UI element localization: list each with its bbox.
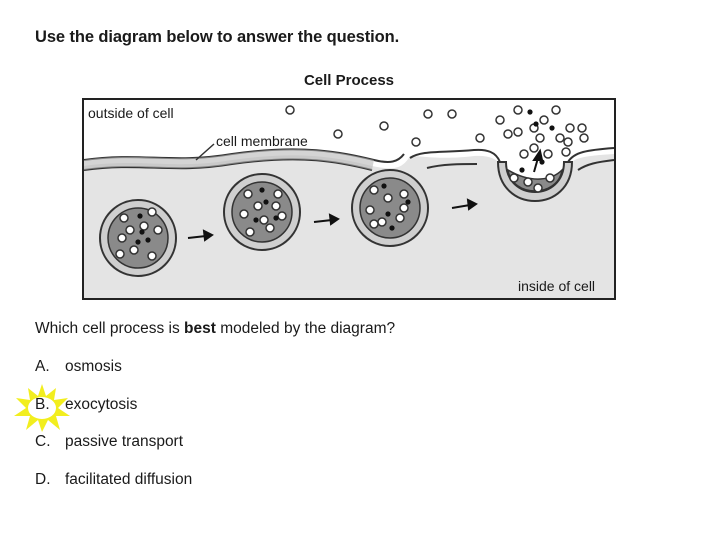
choice-letter: D.	[35, 471, 51, 488]
highlight-burst-icon	[14, 384, 70, 432]
cytoplasm-region	[84, 154, 614, 298]
choice-letter: B.	[35, 396, 50, 413]
choice-text: facilitated diffusion	[65, 471, 193, 488]
choice-letter: A.	[35, 358, 50, 375]
particles-filled	[135, 109, 555, 245]
choice-text: passive transport	[65, 433, 184, 450]
choice-c[interactable]: C. passive transport	[35, 431, 183, 453]
process-arrows	[187, 148, 544, 242]
choice-text: exocytosis	[65, 396, 138, 413]
particles-open	[115, 105, 589, 261]
vesicle-3	[351, 169, 429, 247]
choice-text: osmosis	[65, 358, 122, 375]
choice-d[interactable]: D. facilitated diffusion	[35, 469, 192, 491]
vesicle-4-open	[496, 161, 574, 202]
question-prefix: Which cell process is	[35, 320, 185, 337]
label-cell-membrane: cell membrane	[216, 133, 308, 149]
cell-process-diagram: outside of cell cell membrane inside of …	[82, 98, 616, 300]
vesicle-1	[99, 199, 177, 277]
label-outside-of-cell: outside of cell	[88, 105, 174, 121]
choice-letter: C.	[35, 433, 51, 450]
question-suffix: modeled by the diagram?	[215, 320, 396, 337]
vesicle-2	[223, 173, 301, 251]
choice-b[interactable]: B. exocytosis	[35, 394, 137, 416]
diagram-title: Cell Process	[303, 72, 395, 89]
instruction-text: Use the diagram below to answer the ques…	[35, 28, 400, 46]
label-inside-of-cell: inside of cell	[518, 278, 595, 294]
question-emphasis: best	[184, 320, 216, 337]
choice-a[interactable]: A. osmosis	[35, 356, 122, 378]
membrane-leader-line	[195, 143, 215, 161]
question-text: Which cell process is best modeled by th…	[35, 320, 395, 338]
